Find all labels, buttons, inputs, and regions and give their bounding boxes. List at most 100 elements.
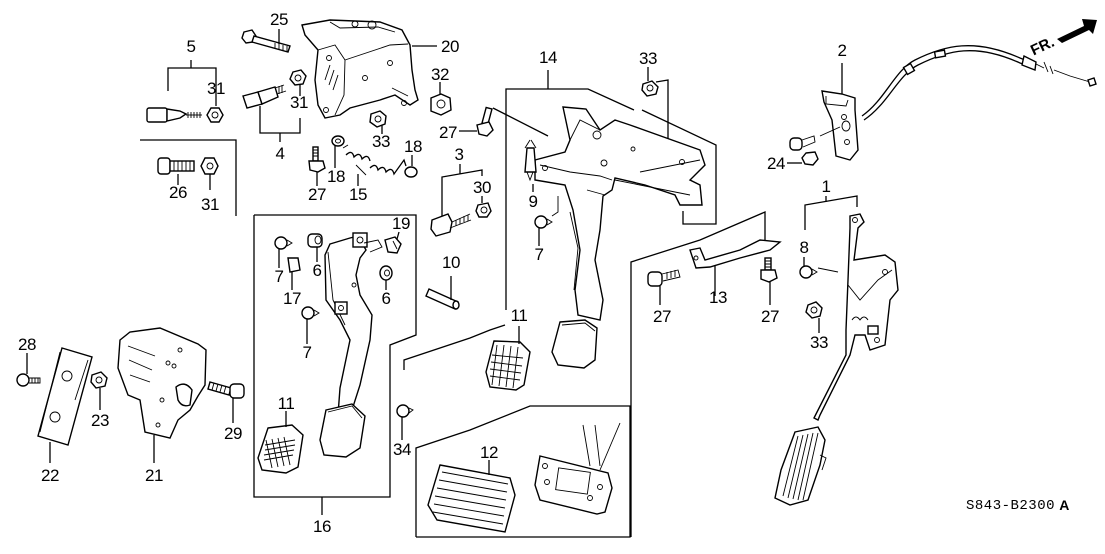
callout-3[interactable]: 3 (455, 145, 465, 164)
part-24-nut[interactable] (787, 135, 819, 166)
callout-34[interactable]: 34 (393, 440, 411, 459)
callout-6[interactable]: 6 (313, 261, 323, 280)
callout-16[interactable]: 16 (313, 517, 331, 536)
part-23-nut[interactable] (90, 371, 108, 410)
callout-7[interactable]: 7 (535, 245, 545, 264)
part-12-pedal-pad[interactable] (427, 460, 516, 533)
callout-18[interactable]: 18 (327, 167, 345, 186)
part-31-nut[interactable] (206, 107, 224, 123)
callout-25[interactable]: 25 (270, 10, 288, 29)
part-8-clip[interactable] (799, 257, 839, 279)
part-2-cable-bracket[interactable] (821, 63, 859, 161)
part-20-bracket[interactable] (301, 19, 437, 119)
callout-7[interactable]: 7 (303, 343, 313, 362)
part-3-switch-group (430, 164, 492, 237)
part-19-clip[interactable] (384, 231, 402, 254)
part-7-clip[interactable] (274, 236, 293, 268)
callout-18[interactable]: 18 (404, 137, 422, 156)
callout-31[interactable]: 31 (207, 79, 225, 98)
part-33-nut[interactable] (641, 67, 659, 97)
part-32-nut[interactable] (430, 82, 452, 116)
part-16-clutch-pedal[interactable] (319, 232, 383, 458)
callout-21[interactable]: 21 (145, 466, 163, 485)
part-10-pin[interactable] (425, 276, 460, 310)
callout-30[interactable]: 30 (473, 178, 491, 197)
part-7-clip[interactable] (534, 196, 559, 246)
callout-33[interactable]: 33 (372, 132, 390, 151)
callout-33[interactable]: 33 (639, 49, 657, 68)
callout-31[interactable]: 31 (201, 195, 219, 214)
callout-5[interactable]: 5 (187, 37, 197, 56)
part-15-spring[interactable] (342, 144, 407, 186)
callout-31[interactable]: 31 (290, 93, 308, 112)
callout-24[interactable]: 24 (767, 154, 785, 173)
front-label: FR. (1028, 34, 1057, 60)
part-33-nut[interactable] (805, 301, 823, 333)
callout-27[interactable]: 27 (761, 307, 779, 326)
part-11-pedal-pad[interactable] (485, 326, 531, 391)
part-7-clip[interactable] (301, 306, 320, 344)
part-6-bushing[interactable] (307, 233, 323, 262)
callout-17[interactable]: 17 (283, 289, 301, 308)
part-1-accelerator-pedal[interactable] (774, 213, 899, 506)
callout-11[interactable]: 11 (278, 394, 295, 413)
callout-13[interactable]: 13 (709, 288, 727, 307)
part-27-bolt[interactable] (647, 269, 681, 305)
callout-33[interactable]: 33 (810, 333, 828, 352)
group-11-outline (403, 324, 506, 370)
part-18-bushing[interactable] (404, 155, 418, 178)
part-2-throttle-cable[interactable] (819, 45, 1097, 137)
part-22-plate[interactable] (37, 347, 93, 463)
callout-23[interactable]: 23 (91, 411, 109, 430)
part-31-nut[interactable] (289, 69, 307, 86)
callout-2[interactable]: 2 (838, 41, 848, 60)
part-33-nut[interactable] (369, 110, 387, 134)
callout-20[interactable]: 20 (441, 37, 459, 56)
part-18-bushing[interactable] (331, 135, 345, 168)
callout-14[interactable]: 14 (539, 48, 557, 67)
part-3-switch-body[interactable] (430, 213, 453, 237)
callout-7[interactable]: 7 (275, 267, 285, 286)
part-11-pedal-pad[interactable] (257, 411, 304, 474)
part-26-bolt[interactable] (157, 157, 195, 185)
part-5-switch-group (146, 60, 224, 123)
part-9-switch[interactable] (524, 139, 537, 192)
callout-29[interactable]: 29 (224, 424, 242, 443)
callout-27[interactable]: 27 (653, 307, 671, 326)
part-25-bolt[interactable] (241, 29, 291, 53)
part-30-nut[interactable] (475, 202, 492, 218)
callout-27[interactable]: 27 (439, 123, 457, 142)
callout-19[interactable]: 19 (392, 214, 410, 233)
part-27-bolt[interactable] (459, 106, 494, 137)
callout-15[interactable]: 15 (349, 185, 367, 204)
callout-22[interactable]: 22 (41, 466, 59, 485)
callout-12[interactable]: 12 (480, 443, 498, 462)
part-31-nut[interactable] (200, 157, 219, 190)
front-arrow-icon (1057, 19, 1097, 43)
callout-26[interactable]: 26 (169, 183, 187, 202)
group-1-outline (804, 195, 858, 230)
callout-28[interactable]: 28 (18, 335, 36, 354)
part-13-bracket[interactable] (689, 239, 782, 296)
group-16-outline (253, 214, 417, 498)
part-14-brake-pedal[interactable] (534, 106, 706, 369)
part-5-switch-body[interactable] (146, 107, 168, 123)
callout-4[interactable]: 4 (276, 144, 286, 163)
part-17-stopper[interactable] (287, 257, 301, 290)
part-34-clip[interactable] (396, 404, 414, 440)
callout-6[interactable]: 6 (382, 289, 392, 308)
part-29-bolt[interactable] (207, 381, 245, 423)
part-27-bolt[interactable] (308, 146, 326, 186)
part-27-bolt[interactable] (760, 257, 778, 305)
callout-1[interactable]: 1 (822, 177, 832, 196)
callout-10[interactable]: 10 (442, 253, 460, 272)
part-6-bushing[interactable] (379, 265, 393, 290)
callout-11[interactable]: 11 (511, 306, 528, 325)
part-28-bolt[interactable] (16, 353, 41, 387)
callout-32[interactable]: 32 (431, 65, 449, 84)
callout-27[interactable]: 27 (308, 185, 326, 204)
callout-9[interactable]: 9 (529, 192, 539, 211)
callout-8[interactable]: 8 (800, 238, 810, 257)
part-21-cover[interactable] (117, 327, 207, 463)
